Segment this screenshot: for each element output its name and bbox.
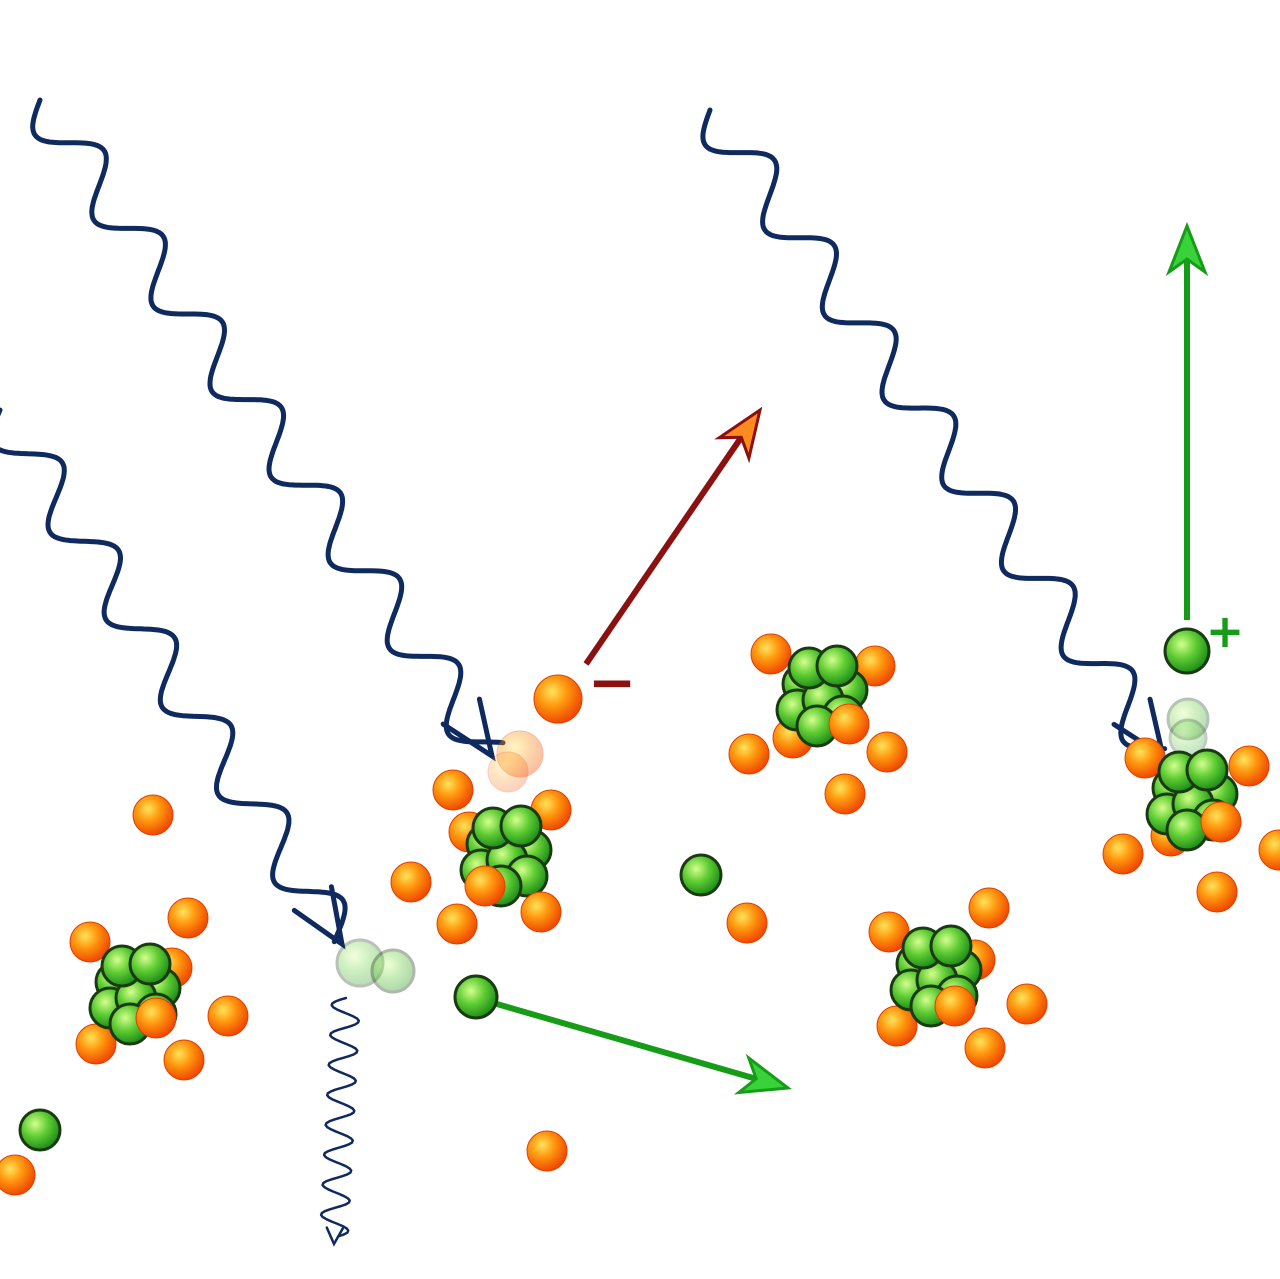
atom-electron-icon	[390, 861, 432, 903]
nucleon-icon	[1185, 748, 1229, 792]
atom-electron-icon	[968, 887, 1010, 929]
photon-right-wave	[700, 107, 1168, 752]
free-electron-icon	[0, 1154, 36, 1196]
electron-track-head-icon	[714, 406, 763, 464]
atom-electron-icon	[69, 921, 111, 963]
electron-track-line	[583, 436, 744, 666]
photon-emitted-head-icon	[325, 1226, 345, 1247]
free-ion-icon	[18, 1108, 62, 1152]
free-electron-icon	[726, 902, 768, 944]
atom-electron-icon	[828, 703, 870, 745]
atom-electron-icon	[1228, 745, 1270, 787]
photon-top-left-head-icon	[440, 696, 496, 762]
atom-electron-icon	[135, 997, 177, 1039]
ghost-ion-icon	[370, 948, 416, 994]
nucleon-icon	[128, 942, 172, 986]
moving-ion-icon	[453, 974, 499, 1020]
photon-left-head-icon	[291, 884, 346, 950]
atom-electron-icon	[167, 897, 209, 939]
atom-electron-icon	[866, 731, 908, 773]
atom-electron-icon	[432, 769, 474, 811]
minus-sign: −	[588, 648, 637, 716]
photon-left-wave	[0, 407, 348, 945]
photon-emitted-wave	[319, 996, 361, 1238]
nucleon-icon	[815, 644, 859, 688]
ion-track-right-head-icon	[733, 1053, 792, 1095]
atom-electron-icon	[1006, 983, 1048, 1025]
photon-top-left-wave	[30, 97, 506, 746]
atom-electron-icon	[520, 891, 562, 933]
nucleon-icon	[929, 924, 973, 968]
atom-electron-icon	[964, 1027, 1006, 1069]
particle-tracks	[475, 221, 1209, 1095]
atom-electron-icon	[824, 773, 866, 815]
atom-electron-icon	[728, 733, 770, 775]
ion-track-up-head-icon	[1165, 221, 1209, 277]
free-electron-icon	[132, 794, 174, 836]
atom-electron-icon	[750, 633, 792, 675]
atom-electron-icon	[1102, 833, 1144, 875]
atom-electron-icon	[436, 903, 478, 945]
nucleon-icon	[499, 804, 543, 848]
ejected-electron-icon	[533, 674, 583, 724]
atom-electron-icon	[1258, 829, 1280, 871]
atom-electron-icon	[1200, 801, 1242, 843]
atom-electron-icon	[934, 985, 976, 1027]
free-ion-icon	[679, 853, 723, 897]
atom-electron-icon	[207, 995, 249, 1037]
ejected-ion-icon	[1163, 627, 1211, 675]
nucleon-icon	[1165, 808, 1209, 852]
atom-electron-icon	[464, 865, 506, 907]
atom-electron-icon	[163, 1039, 205, 1081]
ghost-electron-icon	[487, 751, 529, 793]
atom-electron-icon	[1196, 871, 1238, 913]
particles	[0, 627, 1280, 1196]
free-electron-icon	[526, 1130, 568, 1172]
plus-sign: +	[1206, 604, 1245, 658]
ion-track-right-line	[475, 995, 757, 1082]
